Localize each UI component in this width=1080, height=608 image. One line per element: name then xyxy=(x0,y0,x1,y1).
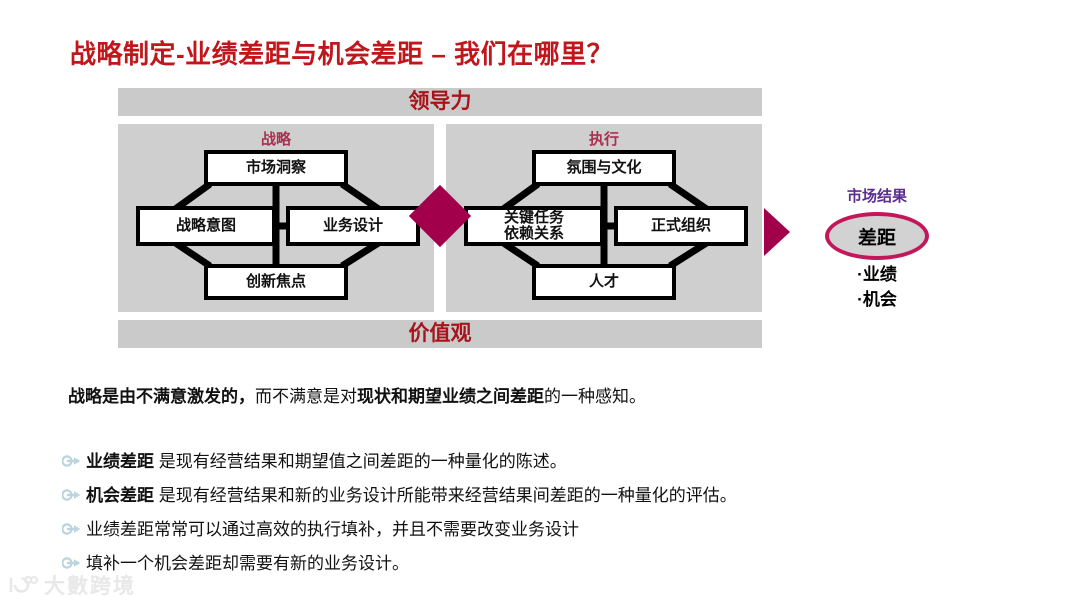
node-talent[interactable]: 人才 xyxy=(532,264,676,300)
list-item-lead: 业绩差距 xyxy=(86,452,154,471)
list-item: 业绩差距 是现有经营结果和期望值之间差距的一种量化的陈述。 xyxy=(62,447,1062,472)
node-business-design[interactable]: 业务设计 xyxy=(286,206,420,246)
right-arrow-icon xyxy=(764,208,790,256)
list-item: 填补一个机会差距却需要有新的业务设计。 xyxy=(62,549,1062,574)
list-item: 业绩差距常常可以通过高效的执行填补，并且不需要改变业务设计 xyxy=(62,515,1062,540)
node-key-task-dependency[interactable]: 关键任务 依赖关系 xyxy=(464,206,604,246)
node-strategic-intent[interactable]: 战略意图 xyxy=(136,206,276,246)
lead-seg-1: 战略是由不满意激发的， xyxy=(68,387,255,406)
panel-strategy: 战略 市场洞察 战略意图 业务设计 创新焦点 xyxy=(118,124,434,312)
arrow-bullet-icon xyxy=(62,557,81,569)
strategy-connector-lines xyxy=(171,181,382,269)
node-market-insight[interactable]: 市场洞察 xyxy=(204,150,348,186)
panel-execution: 执行 氛围与文化 关键任务 依赖关系 正式组织 人才 xyxy=(446,124,762,312)
panel-execution-label: 执行 xyxy=(588,131,619,148)
execution-connector-lines xyxy=(499,181,710,269)
bullet-list: 业绩差距 是现有经营结果和期望值之间差距的一种量化的陈述。 机会差距 是现有经营… xyxy=(62,447,1062,583)
gap-ellipse: 差距 xyxy=(825,212,929,260)
list-item-text: 机会差距 是现有经营结果和新的业务设计所能带来经营结果间差距的一种量化的评估。 xyxy=(86,481,737,506)
list-item-rest: 是现有经营结果和新的业务设计所能带来经营结果间差距的一种量化的评估。 xyxy=(154,486,737,505)
bem-diagram: 领导力 战略 市场洞察 战略意图 业务设计 创新焦点 xyxy=(118,88,762,348)
market-result-title: 市场结果 xyxy=(846,188,907,205)
result-bullet-opportunity: ·机会 xyxy=(857,290,897,310)
band-values: 价值观 xyxy=(118,320,762,348)
list-item-lead: 机会差距 xyxy=(86,486,154,505)
page-title: 战略制定-业绩差距与机会差距 – 我们在哪里？ xyxy=(70,39,614,69)
lead-seg-2: 而不满意是对 xyxy=(255,387,357,406)
watermark-logo-icon xyxy=(9,575,38,593)
node-climate-culture[interactable]: 氛围与文化 xyxy=(532,150,676,186)
node-formal-organization[interactable]: 正式组织 xyxy=(614,206,748,246)
list-item-text: 业绩差距常常可以通过高效的执行填补，并且不需要改变业务设计 xyxy=(86,520,579,539)
watermark-text: 大數跨境 xyxy=(44,575,136,598)
arrow-bullet-icon xyxy=(62,455,81,467)
market-result-block: 市场结果 差距 ·业绩 ·机会 xyxy=(812,185,942,311)
node-innovation-focus[interactable]: 创新焦点 xyxy=(204,264,348,300)
watermark: 大數跨境 xyxy=(8,570,136,600)
band-leadership: 领导力 xyxy=(118,88,762,116)
list-item-rest: 是现有经营结果和期望值之间差距的一种量化的陈述。 xyxy=(154,452,567,471)
arrow-bullet-icon xyxy=(62,489,81,501)
result-bullet-performance: ·业绩 xyxy=(857,265,897,284)
panel-strategy-label: 战略 xyxy=(260,131,291,148)
lead-paragraph: 战略是由不满意激发的，而不满意是对现状和期望业绩之间差距的一种感知。 xyxy=(68,382,646,407)
lead-seg-3: 现状和期望业绩之间差距 xyxy=(357,387,544,406)
list-item: 机会差距 是现有经营结果和新的业务设计所能带来经营结果间差距的一种量化的评估。 xyxy=(62,481,1062,506)
list-item-text: 业绩差距 是现有经营结果和期望值之间差距的一种量化的陈述。 xyxy=(86,447,567,472)
list-item-text: 填补一个机会差距却需要有新的业务设计。 xyxy=(86,554,409,573)
lead-seg-4: 的一种感知。 xyxy=(544,387,646,406)
arrow-bullet-icon xyxy=(62,523,81,535)
